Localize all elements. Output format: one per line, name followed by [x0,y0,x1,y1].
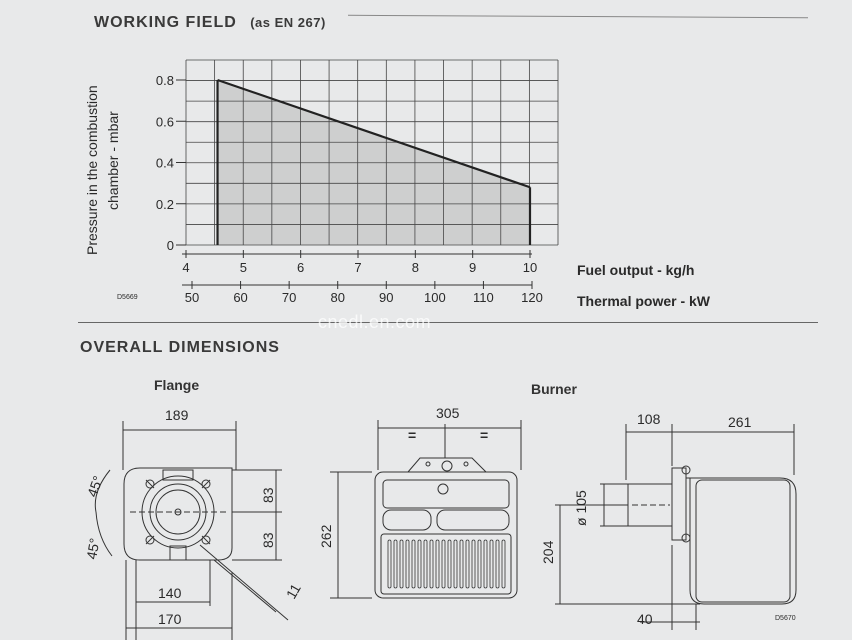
vent-slot [393,539,398,589]
vent-slot [483,539,488,589]
flange-angle-bottom: 45° [83,537,102,561]
burner-label: Burner [531,381,577,397]
vent-slot [501,539,506,589]
chart-grid [185,59,559,246]
burner-dim-305: 305 [436,405,460,421]
y-axis-label-2: chamber - mbar [105,111,121,210]
burner-front-drawing [330,420,522,599]
vent-slot [477,539,482,589]
vent-slot [411,539,416,589]
flange-label: Flange [154,377,200,393]
flange-dim-189: 189 [165,407,189,423]
flange-dim-170: 170 [158,611,182,627]
vent-slot [459,539,464,589]
x-axis-power-tick-label: 50 [185,290,199,305]
chart-x-axis-fuel: 4 5 6 7 8 9 10 [182,250,537,275]
burner-dim-204: 204 [540,540,556,564]
y-tick-label: 0.8 [156,73,174,88]
working-field-subtitle: (as EN 267) [250,15,326,30]
x-axis-fuel-tick-label: 8 [412,260,419,275]
x-axis-fuel-tick-label: 5 [240,260,247,275]
burner-eq-right: = [480,427,488,443]
flange-dim-11: 11 [283,581,304,602]
x-axis-power-tick-label: 60 [233,290,247,305]
chart-area-edge [217,78,531,189]
flange-drawing [94,421,289,640]
flange-dim-83-top: 83 [260,487,276,503]
burner-dim-108: 108 [637,411,661,427]
vent-slot [465,539,470,589]
y-tick-label: 0.6 [156,114,174,129]
vent-slot [423,539,428,589]
x-axis-fuel-tick-label: 10 [523,260,537,275]
vent-slot [489,539,494,589]
burner-eq-left: = [408,427,416,443]
y-tick-label: 0.4 [156,156,174,171]
vent-slot [387,539,392,589]
burner-drawing-code: D5670 [775,615,796,622]
x-axis-power-tick-label: 120 [521,290,543,305]
working-field-chart: 0.8 0.6 0.4 0.2 0 4 5 6 7 8 9 10 50 60 70 80 90 100 110 1… [84,59,711,309]
chart-area-fill [217,80,531,245]
burner-dim-40: 40 [637,611,653,627]
vent-slot [399,539,404,589]
vent-slot [417,539,422,589]
chart-x-axis-power: 50 60 70 80 90 100 110 120 [182,281,543,305]
flange-dim-140: 140 [158,585,182,601]
x-axis-fuel-tick-label: 7 [354,260,361,275]
x-axis-power-tick-label: 100 [424,290,446,305]
burner-side-drawing [555,424,797,630]
burner-vents [387,539,506,589]
x-axis-power-tick-label: 90 [379,290,393,305]
x-axis-label-fuel: Fuel output - kg/h [577,262,694,278]
overall-dimensions-title: OVERALL DIMENSIONS [80,339,280,356]
vent-slot [453,539,458,589]
vent-slot [447,539,452,589]
working-field-title-text: WORKING FIELD [94,14,237,31]
burner-dim-262: 262 [318,524,334,548]
vent-slot [441,539,446,589]
x-axis-fuel-tick-label: 9 [469,260,476,275]
vent-slot [435,539,440,589]
chart-y-ticks: 0.8 0.6 0.4 0.2 0 [156,73,186,253]
x-axis-fuel-tick-label: 4 [182,260,189,275]
vent-slot [471,539,476,589]
x-axis-label-power: Thermal power - kW [577,293,711,309]
burner-dim-diameter: ø 105 [573,490,589,526]
x-axis-fuel-tick-label: 6 [297,260,304,275]
vent-slot [495,539,500,589]
y-axis-label-1: Pressure in the combustion [84,85,100,255]
y-tick-label: 0 [167,238,174,253]
vent-slot [405,539,410,589]
y-tick-label: 0.2 [156,197,174,212]
chart-code: D5669 [117,294,138,301]
x-axis-power-tick-label: 80 [330,290,344,305]
flange-dim-83-bottom: 83 [260,532,276,548]
chart-area [216,78,532,245]
x-axis-power-tick-label: 70 [282,290,296,305]
watermark: cnedl.en.com [318,312,432,332]
working-field-title: WORKING FIELD (as EN 267) [94,14,326,32]
x-axis-power-tick-label: 110 [473,290,494,305]
section-rule [78,322,818,323]
vent-slot [429,539,434,589]
burner-dim-261: 261 [728,414,752,430]
flange-angle-top: 45° [84,474,106,499]
